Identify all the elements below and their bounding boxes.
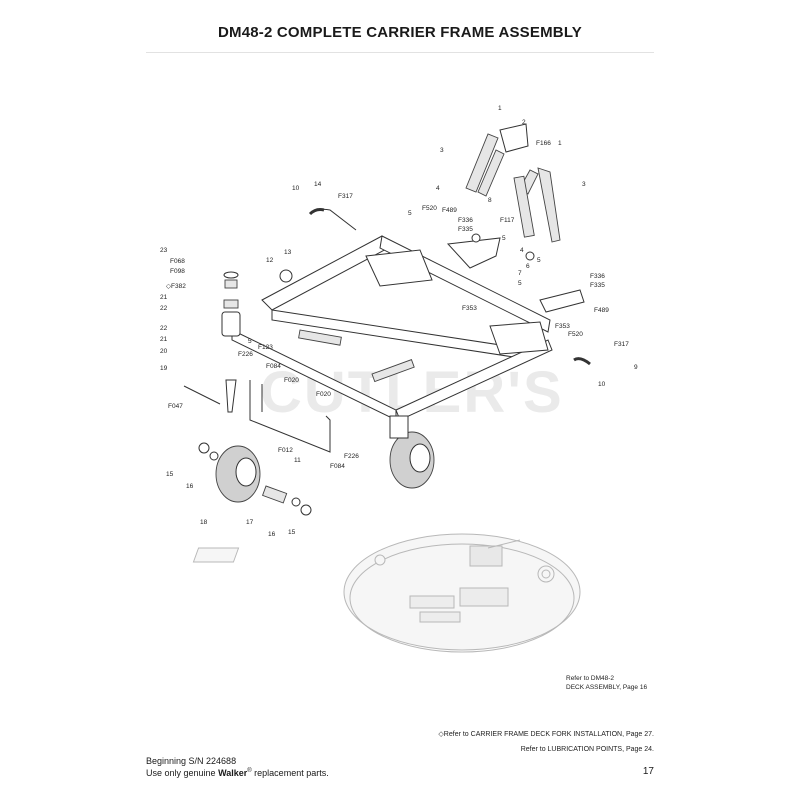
part-label: 15 [166, 471, 174, 478]
page-number: 17 [642, 766, 654, 777]
part-label: 4 [520, 247, 524, 254]
part-label: F117 [500, 217, 515, 224]
deck-reference-note: Refer to DM48-2 DECK ASSEMBLY, Page 16 [566, 674, 647, 692]
part-label: F047 [168, 403, 183, 410]
genuine-suffix: replacement parts. [251, 768, 329, 778]
part-label: 19 [160, 365, 168, 372]
part-label: 5 [248, 338, 252, 345]
part-label: F335 [590, 282, 605, 289]
part-label: F226 [238, 351, 253, 358]
part-label: 3 [582, 181, 586, 188]
part-label: 21 [160, 336, 168, 343]
part-label: F353 [462, 305, 477, 312]
part-label: 21 [160, 294, 168, 301]
part-label: F317 [614, 341, 629, 348]
part-label: 5 [502, 235, 506, 242]
part-label: 16 [268, 531, 276, 538]
part-label: F084 [266, 363, 281, 370]
part-label: F335 [458, 226, 473, 233]
part-label: 7 [518, 270, 522, 277]
part-label: F520 [568, 331, 583, 338]
brand-name: Walker [218, 768, 248, 778]
part-label: 23 [160, 247, 168, 254]
part-label: 5 [537, 257, 541, 264]
part-label: 14 [314, 181, 322, 188]
part-label: 5 [518, 280, 522, 287]
part-label: F336 [590, 273, 605, 280]
lubrication-note: Refer to LUBRICATION POINTS, Page 24. [520, 746, 654, 753]
part-label: 1 [558, 140, 562, 147]
part-label: 22 [160, 325, 168, 332]
part-label: 22 [160, 305, 168, 312]
part-label: F336 [458, 217, 473, 224]
serial-number: Beginning S/N 224688 [146, 756, 237, 766]
part-label: F353 [555, 323, 570, 330]
genuine-parts-line: Use only genuine Walker® replacement par… [146, 768, 329, 778]
deck-reference-line-1: Refer to DM48-2 [566, 675, 615, 682]
fork-installation-note: ◇Refer to CARRIER FRAME DECK FORK INSTAL… [438, 731, 654, 738]
carrier-frame-drawing [183, 123, 591, 516]
part-label: ◇F382 [166, 283, 186, 290]
page-title: DM48-2 COMPLETE CARRIER FRAME ASSEMBLY [217, 24, 583, 41]
part-label: F084 [330, 463, 345, 470]
part-label: 18 [200, 519, 208, 526]
part-label: 15 [288, 529, 296, 536]
part-label: 12 [266, 257, 274, 264]
part-label: F520 [422, 205, 437, 212]
deck-reference-line-2: DECK ASSEMBLY, Page 16 [566, 684, 648, 691]
part-label: F489 [594, 307, 609, 314]
part-label: F317 [338, 193, 353, 200]
part-label: F226 [344, 453, 359, 460]
part-label: 10 [598, 381, 606, 388]
part-label: 1 [498, 105, 502, 112]
part-label: 13 [284, 249, 292, 256]
part-label: F166 [536, 140, 551, 147]
part-label: 4 [436, 185, 440, 192]
part-label: F068 [170, 258, 185, 265]
part-label: 6 [526, 263, 530, 270]
part-label: 20 [160, 348, 168, 355]
part-label: F123 [258, 344, 273, 351]
part-label: F020 [284, 377, 299, 384]
title-rule [146, 52, 654, 53]
part-label: F020 [316, 391, 331, 398]
part-label: 11 [294, 457, 301, 464]
deck-assembly-drawing [192, 533, 581, 653]
part-label: F012 [278, 447, 293, 454]
part-label: F098 [170, 268, 185, 275]
part-label: 17 [246, 519, 254, 526]
part-label: F489 [442, 207, 457, 214]
part-label: 8 [488, 197, 492, 204]
part-label: 5 [408, 210, 412, 217]
registered-mark: ® [247, 768, 252, 774]
part-label: 9 [634, 364, 638, 371]
part-label: 10 [292, 185, 300, 192]
genuine-prefix: Use only genuine [146, 768, 219, 778]
part-label: 16 [186, 483, 194, 490]
part-label: 3 [440, 147, 444, 154]
part-label: 2 [522, 119, 526, 126]
